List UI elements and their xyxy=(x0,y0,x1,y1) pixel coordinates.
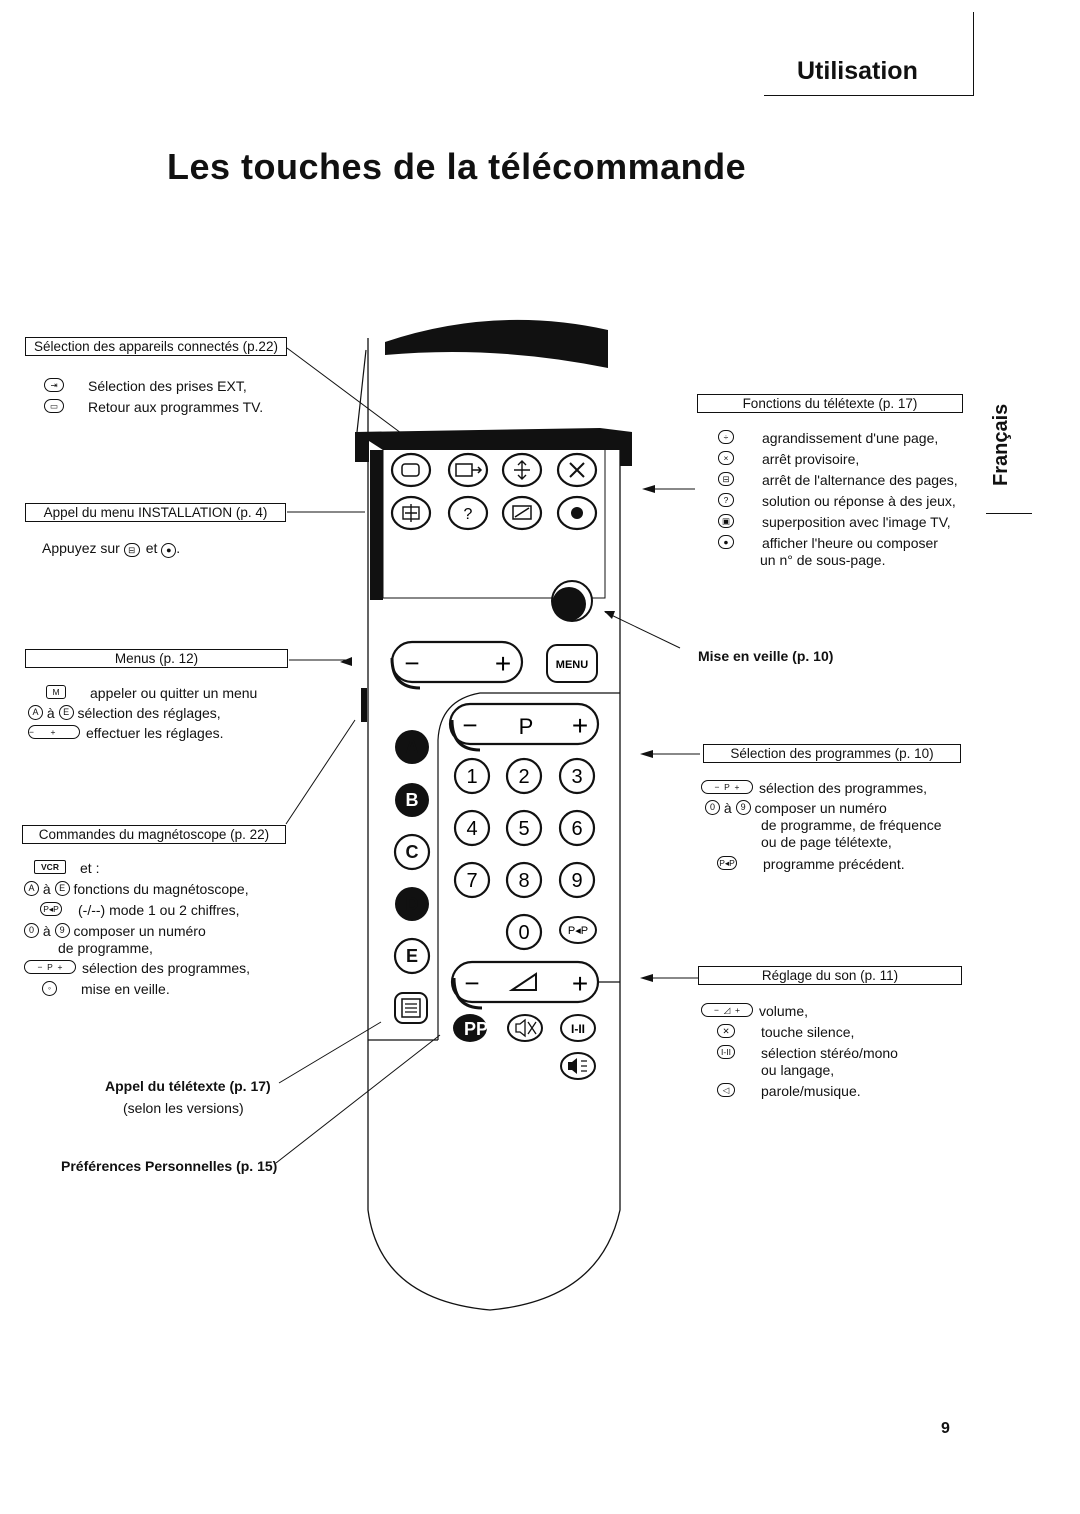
remote-digit: 4 xyxy=(466,818,477,840)
overlay-icon: ▣ xyxy=(718,514,734,528)
tv-icon: ▭ xyxy=(44,399,64,413)
mute-icon: ✕ xyxy=(717,1024,735,1038)
program-minus-plus-icon: − P + xyxy=(701,780,753,794)
remote-stereo-label: I-II xyxy=(571,1022,585,1036)
pp-icon: P◂P xyxy=(40,902,62,916)
remote-pp-label: P◂P xyxy=(568,925,588,937)
header-rule xyxy=(764,95,974,96)
installation-text: Appuyez sur ⊟et ●. xyxy=(42,540,181,558)
remote-digit: 2 xyxy=(518,766,529,788)
page-number: 9 xyxy=(941,1420,950,1437)
menus-box: Menus (p. 12) xyxy=(25,649,288,668)
remote-digit: 5 xyxy=(518,818,529,840)
standby-icon: ◦ xyxy=(42,981,57,996)
digit-0-icon: 0 xyxy=(705,800,720,815)
svg-text:+: + xyxy=(572,968,588,999)
svg-text:+: + xyxy=(495,648,511,679)
digit-9-icon: 9 xyxy=(735,800,751,815)
remote-digit: 0 xyxy=(518,922,529,944)
minus-plus-icon: − + xyxy=(28,725,80,739)
letter-a-icon: A xyxy=(28,705,43,720)
letter-e-icon: E xyxy=(54,881,70,896)
svg-text:−: − xyxy=(404,648,419,678)
svg-text:−: − xyxy=(462,710,477,740)
preferences-label: Préférences Personnelles (p. 15) xyxy=(61,1158,278,1174)
remote-letter: B xyxy=(406,790,419,810)
remote-button-question: ? xyxy=(464,506,473,523)
remote-digit: 6 xyxy=(571,818,582,840)
teletext-call-label: Appel du télétexte (p. 17) xyxy=(105,1078,271,1094)
remote-digit: 3 xyxy=(571,766,582,788)
menu-icon: M xyxy=(46,685,66,699)
teletext-call-note: (selon les versions) xyxy=(123,1100,244,1116)
clock-icon: ● xyxy=(161,543,177,558)
mix-icon: ⊟ xyxy=(718,472,734,486)
enlarge-icon: ÷ xyxy=(718,430,734,444)
ext-icon: ⇥ xyxy=(44,378,64,392)
remote-letter: D xyxy=(406,894,419,914)
reveal-icon: ? xyxy=(718,493,734,507)
teletext-functions-list: ÷agrandissement d'une page, ×arrêt provi… xyxy=(718,430,958,569)
connected-devices-box: Sélection des appareils connectés (p.22) xyxy=(25,337,287,356)
letter-e-icon: E xyxy=(58,705,74,720)
digit-0-icon: 0 xyxy=(24,923,39,938)
teletext-mix-icon: ⊟ xyxy=(123,543,140,557)
remote-letter: E xyxy=(406,946,418,966)
sound-box: Réglage du son (p. 11) xyxy=(698,966,962,985)
vcr-box: Commandes du magnétoscope (p. 22) xyxy=(22,825,286,844)
remote-digit: 8 xyxy=(518,870,529,892)
remote-digit: 1 xyxy=(466,766,477,788)
remote-letter: C xyxy=(406,842,419,862)
remote-digit: 7 xyxy=(466,870,477,892)
header-vrule xyxy=(973,12,974,96)
vcr-icon: VCR xyxy=(34,860,66,874)
digit-9-icon: 9 xyxy=(54,923,70,938)
svg-text:+: + xyxy=(572,710,588,741)
side-tab-rule xyxy=(986,513,1032,514)
connected-devices-line1: ⇥Sélection des prises EXT, ▭Retour aux p… xyxy=(44,378,263,416)
hold-icon: × xyxy=(718,451,734,465)
speech-music-icon: ◁ xyxy=(717,1083,735,1097)
program-selection-box: Sélection des programmes (p. 10) xyxy=(703,744,961,763)
remote-letter: A xyxy=(406,737,419,757)
program-minus-plus-icon: − P + xyxy=(24,960,76,974)
remote-pp2-label: PP xyxy=(464,1019,488,1039)
teletext-functions-box: Fonctions du télétexte (p. 17) xyxy=(697,394,963,413)
pp-icon: P◂P xyxy=(717,856,737,870)
standby-label: Mise en veille (p. 10) xyxy=(698,648,834,664)
program-selection-text: − P +sélection des programmes, 0 à 9 com… xyxy=(701,780,942,873)
svg-text:−: − xyxy=(464,968,479,998)
remote-p-label: P xyxy=(519,714,534,739)
page-title: Les touches de la télécommande xyxy=(167,146,747,187)
section-title: Utilisation xyxy=(797,57,918,85)
volume-minus-plus-icon: − ◿ + xyxy=(701,1003,753,1017)
remote-menu-label: MENU xyxy=(556,659,588,671)
installation-box: Appel du menu INSTALLATION (p. 4) xyxy=(25,503,286,522)
remote-digit: 9 xyxy=(571,870,582,892)
subpage-icon: ● xyxy=(718,535,734,549)
stereo-icon: I-II xyxy=(717,1045,735,1059)
letter-a-icon: A xyxy=(24,881,39,896)
